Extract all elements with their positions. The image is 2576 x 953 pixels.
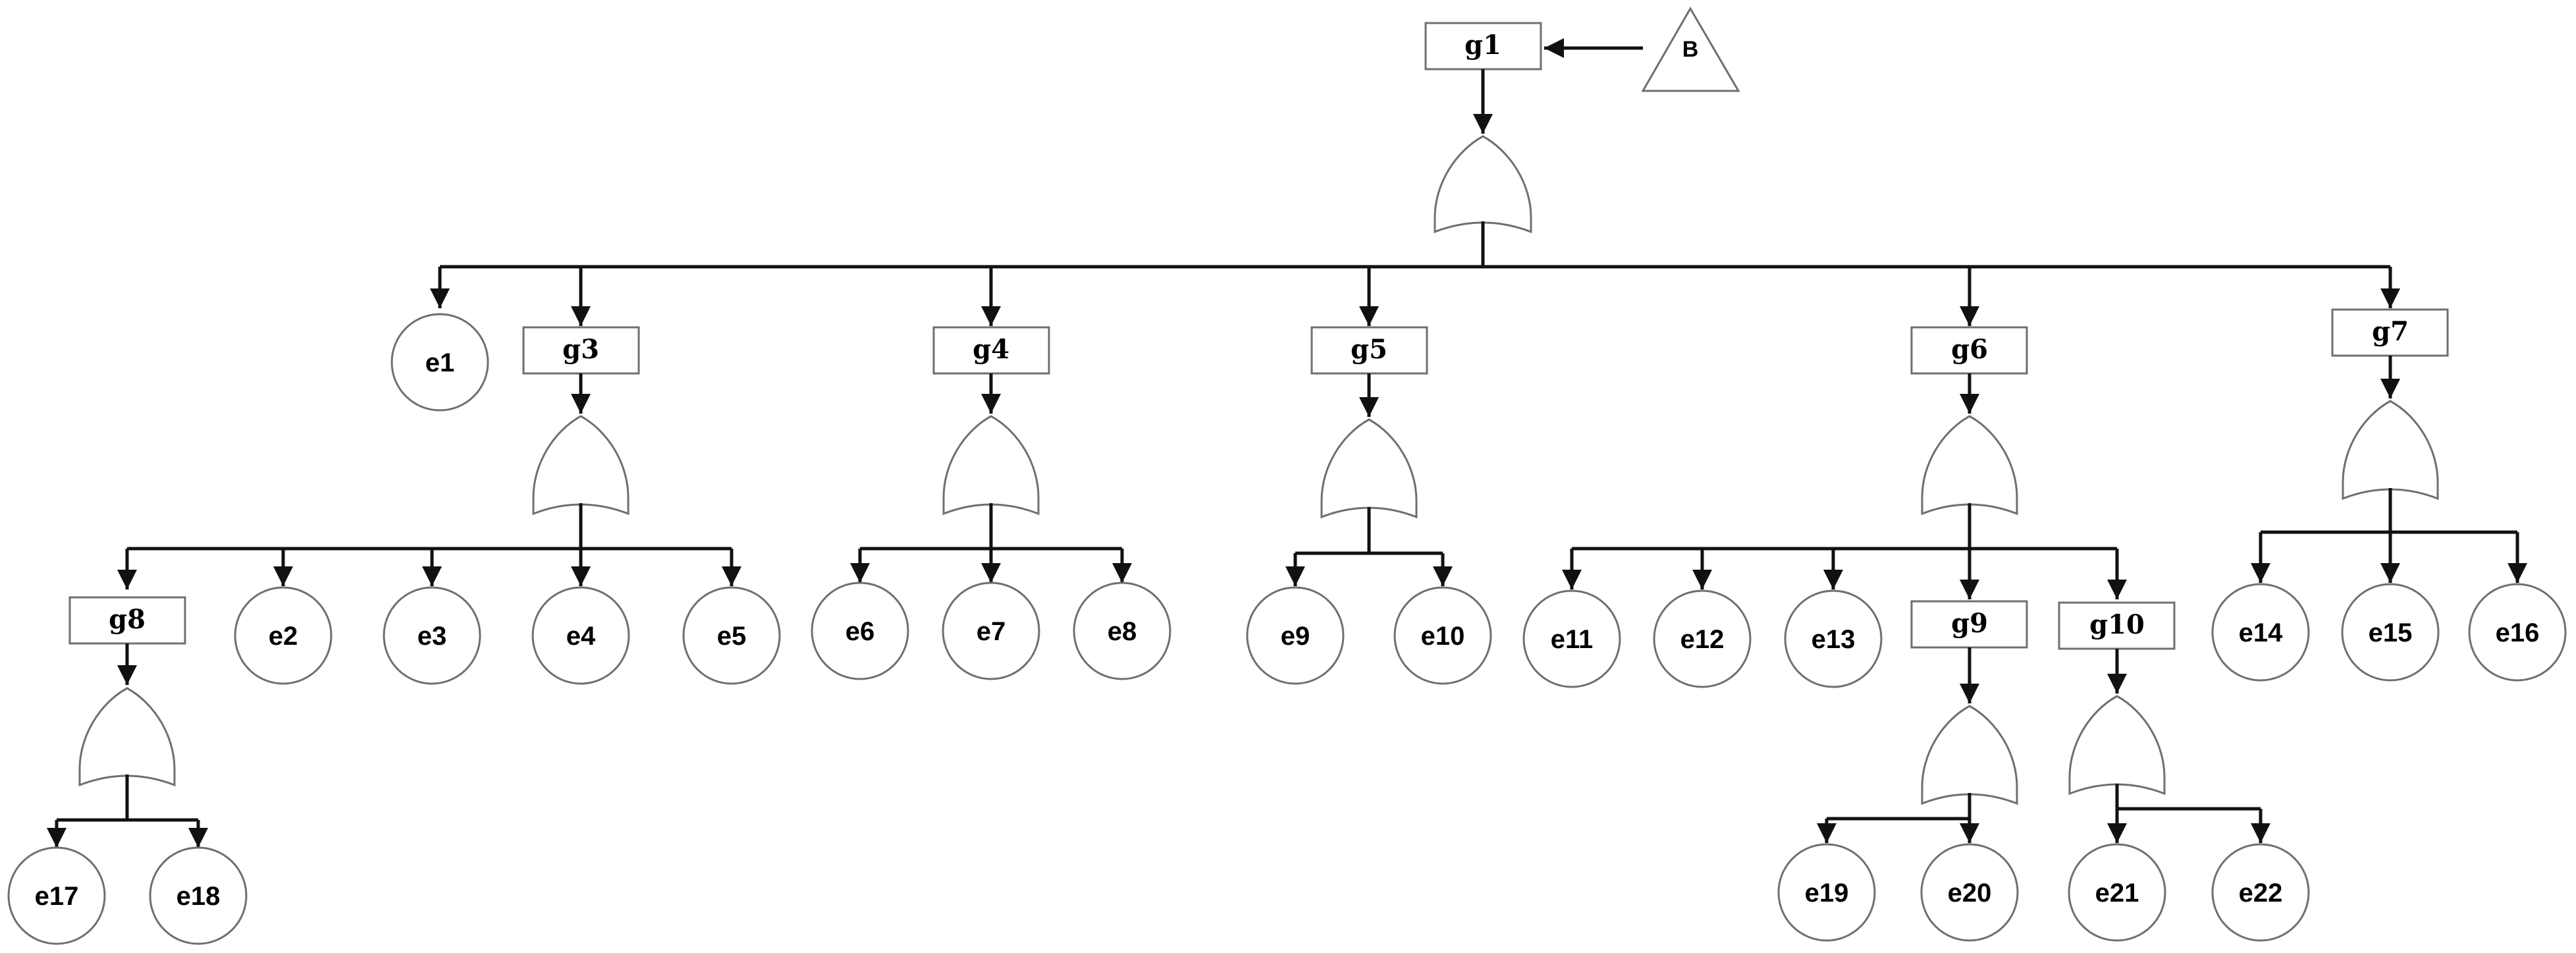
svg-text:e10: e10 [1421, 622, 1465, 651]
basic-event-e7: e7 [942, 582, 1040, 680]
svg-text:e20: e20 [1948, 879, 1992, 908]
svg-text:g10: g10 [2089, 609, 2145, 640]
svg-text:g8: g8 [109, 604, 146, 635]
basic-event-e5: e5 [682, 586, 781, 685]
svg-text:B: B [1682, 37, 1699, 62]
or-gate-g5 [1320, 418, 1418, 519]
svg-text:g9: g9 [1951, 608, 1988, 639]
or-gate-g10 [2068, 695, 2166, 796]
basic-event-e12: e12 [1653, 589, 1752, 688]
or-gate-g4 [942, 415, 1040, 516]
svg-text:e2: e2 [269, 622, 298, 651]
svg-text:e14: e14 [2239, 618, 2283, 647]
basic-event-e11: e11 [1522, 589, 1621, 688]
gate-g3: g3 [522, 326, 640, 375]
gate-g4: g4 [932, 326, 1050, 375]
svg-text:e17: e17 [35, 882, 79, 911]
or-gate-g1 [1434, 135, 1532, 234]
basic-event-e22: e22 [2211, 843, 2310, 942]
or-gate-g7 [2342, 400, 2439, 501]
gate-g6: g6 [1910, 326, 2028, 375]
svg-text:e12: e12 [1680, 625, 1725, 654]
svg-text:e7: e7 [977, 617, 1006, 646]
or-gate-g8 [78, 687, 176, 787]
gate-g8: g8 [68, 596, 186, 645]
svg-text:e9: e9 [1281, 622, 1310, 651]
basic-event-e17: e17 [7, 846, 106, 945]
gate-g7: g7 [2331, 308, 2449, 357]
basic-event-e21: e21 [2068, 843, 2166, 942]
transfer-in-b: B [1641, 7, 1740, 92]
svg-text:e21: e21 [2095, 879, 2139, 908]
basic-event-e1: e1 [390, 313, 489, 412]
svg-text:e19: e19 [1805, 879, 1849, 908]
or-gate-g3 [532, 415, 630, 516]
gate-g10: g10 [2058, 601, 2176, 650]
or-gate-g6 [1921, 415, 2018, 516]
svg-text:e16: e16 [2496, 618, 2540, 647]
svg-text:g4: g4 [973, 334, 1009, 365]
basic-event-e4: e4 [531, 586, 630, 685]
basic-event-e19: e19 [1777, 843, 1876, 942]
basic-event-e14: e14 [2211, 583, 2310, 682]
basic-event-e9: e9 [1246, 586, 1345, 685]
gate-g9: g9 [1910, 600, 2028, 649]
basic-event-e18: e18 [149, 846, 248, 945]
svg-text:e18: e18 [176, 882, 221, 911]
basic-event-e6: e6 [811, 582, 909, 680]
svg-text:e1: e1 [425, 348, 455, 377]
svg-text:e8: e8 [1108, 617, 1137, 646]
basic-event-e13: e13 [1784, 589, 1883, 688]
svg-text:g6: g6 [1951, 334, 1988, 365]
svg-text:e4: e4 [566, 622, 596, 651]
svg-text:e3: e3 [417, 622, 447, 651]
or-gate-g9 [1921, 705, 2018, 805]
svg-text:e15: e15 [2369, 618, 2413, 647]
svg-text:e6: e6 [845, 617, 875, 646]
svg-text:e11: e11 [1551, 625, 1594, 654]
svg-text:g3: g3 [562, 334, 599, 365]
basic-event-e3: e3 [383, 586, 481, 685]
svg-text:e13: e13 [1811, 625, 1856, 654]
svg-text:e22: e22 [2239, 879, 2283, 908]
gate-g1: g1 [1424, 22, 1542, 70]
svg-text:e5: e5 [717, 622, 747, 651]
basic-event-e2: e2 [234, 586, 333, 685]
basic-event-e8: e8 [1073, 582, 1171, 680]
basic-event-e16: e16 [2468, 583, 2567, 682]
basic-event-e10: e10 [1393, 586, 1492, 685]
svg-text:g1: g1 [1464, 30, 1501, 61]
svg-text:g7: g7 [2372, 316, 2409, 347]
gate-g5: g5 [1310, 326, 1428, 375]
basic-event-e15: e15 [2341, 583, 2440, 682]
basic-event-e20: e20 [1920, 843, 2019, 942]
svg-text:g5: g5 [1351, 334, 1387, 365]
